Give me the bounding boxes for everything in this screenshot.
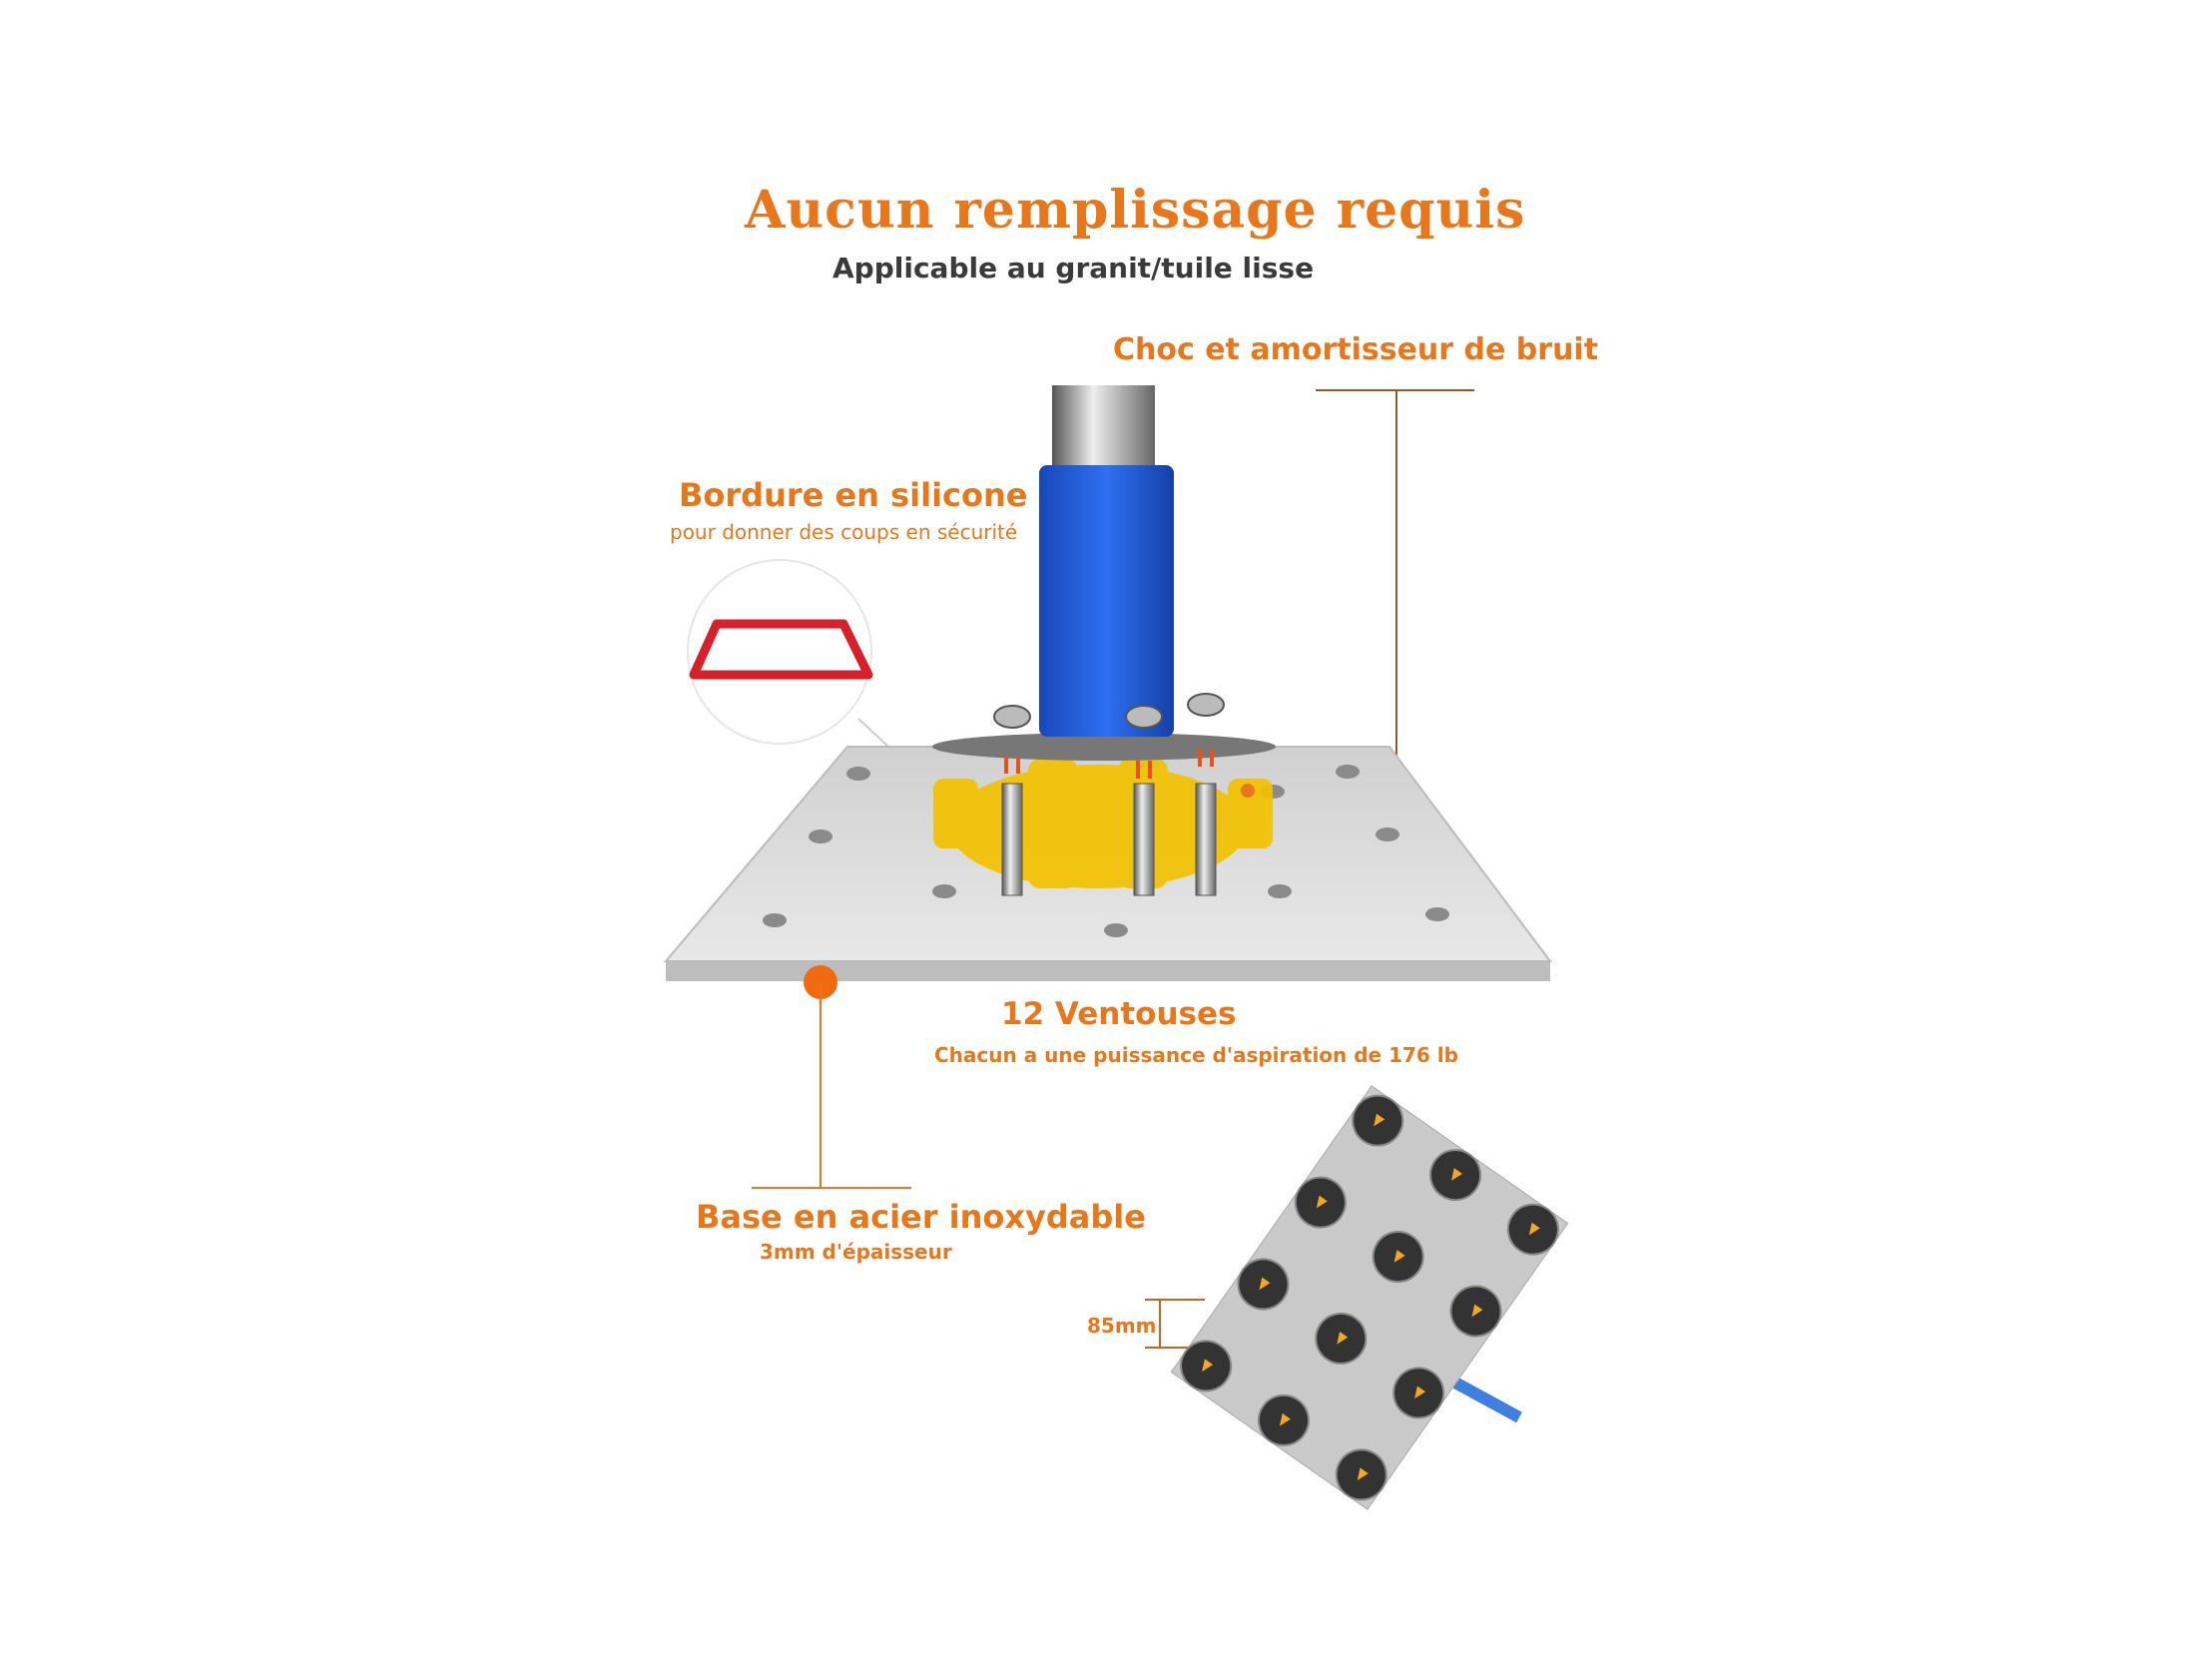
steel-base-detail: 3mm d'épaisseur — [760, 1240, 952, 1264]
subtitle: Applicable au granit/tuile lisse — [832, 252, 1315, 284]
silicone-border-label: Bordure en silicone — [679, 476, 1028, 514]
suction-cups-label: 12 Ventouses — [1001, 996, 1237, 1032]
silicone-border-inset — [687, 559, 889, 748]
suction-cup-plate — [1170, 1085, 1569, 1510]
shock-absorber-label: Choc et amortisseur de bruit — [1113, 332, 1599, 367]
suction-cups-detail: Chacun a une puissance d'aspiration de 1… — [934, 1043, 1458, 1067]
blue-sleeve — [1039, 465, 1174, 737]
steel-base-label: Base en acier inoxydable — [696, 1198, 1146, 1236]
base-callout-line — [752, 965, 911, 1189]
shock-absorber-buffer — [933, 759, 1273, 888]
flange — [932, 733, 1276, 761]
silicone-border-detail: pour donner des coups en sécurité — [670, 520, 1018, 544]
shock-callout-line — [1248, 389, 1474, 792]
steel-pole — [1052, 385, 1155, 470]
screws — [993, 693, 1225, 896]
page-title: Aucun remplissage requis — [745, 180, 1526, 241]
dimension-label: 85mm — [1087, 1314, 1157, 1338]
